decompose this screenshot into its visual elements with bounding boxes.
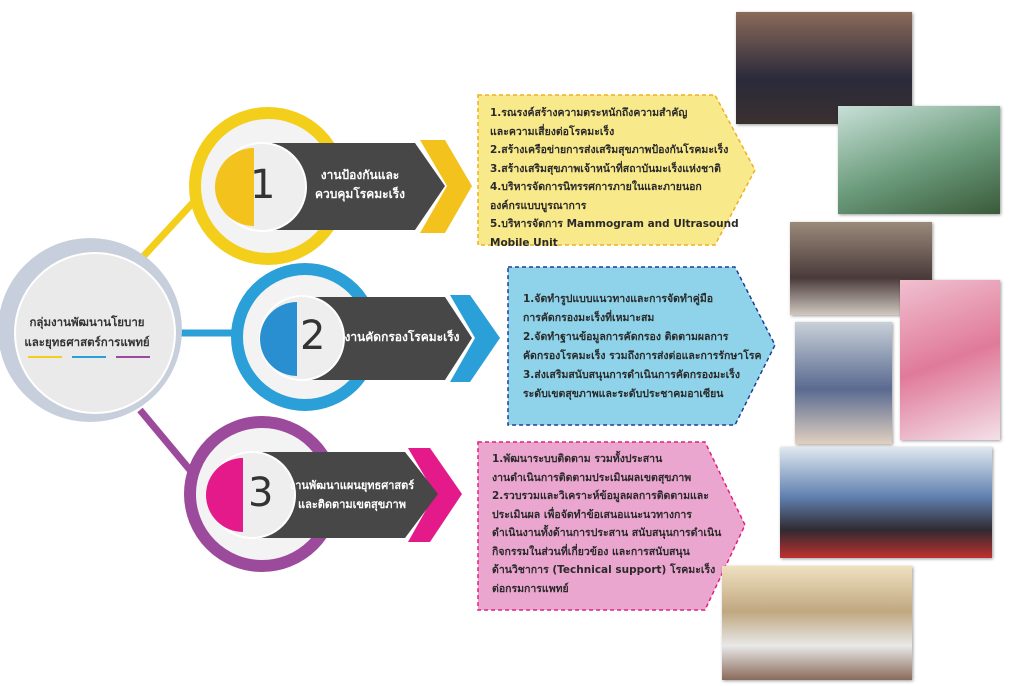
- box-2-text: 1.จัดทำรูปแบบแนวทางและการจัดทำคู่มือการค…: [523, 293, 762, 400]
- box-1: [477, 94, 756, 246]
- box-1-text: 1.รณรงค์สร้างความตระหนักถึงความสำคัญและค…: [490, 107, 739, 249]
- chevron-2: [450, 295, 500, 382]
- photo-breast-exam-training: [795, 322, 892, 444]
- label-bar-3: [255, 452, 438, 538]
- photo-seminar: [838, 106, 1000, 214]
- photo-campaign-group: [736, 12, 912, 124]
- photo-pamphlets: [900, 280, 1000, 440]
- label-3: งานพัฒนาแผนยุทธศาสตร์และติดตามเขตสุขภาพ: [289, 479, 415, 511]
- connector-3: [137, 407, 193, 473]
- label-bar-2: [300, 297, 472, 380]
- box-3-text: 1.พัฒนาระบบติดตาม รวมทั้งประสานงานดำเนิน…: [492, 453, 722, 595]
- center-circle: [14, 252, 176, 414]
- number-3: 3: [248, 470, 274, 516]
- photo-meeting-room: [722, 566, 912, 680]
- connector-1: [137, 192, 203, 263]
- label-1: งานป้องกันและควบคุมโรคมะเร็ง: [315, 168, 405, 201]
- number-2: 2: [300, 313, 326, 359]
- label-bar-1: [258, 143, 445, 230]
- label-2: งานคัดกรองโรคมะเร็ง: [344, 330, 460, 344]
- box-2: [507, 266, 776, 426]
- number-1: 1: [250, 162, 276, 208]
- photo-group-stage: [780, 447, 992, 558]
- center-title: กลุ่มงานพัฒนานโยบาย และยุทธศาสตร์การแพทย…: [24, 315, 150, 349]
- chevron-1: [420, 140, 472, 233]
